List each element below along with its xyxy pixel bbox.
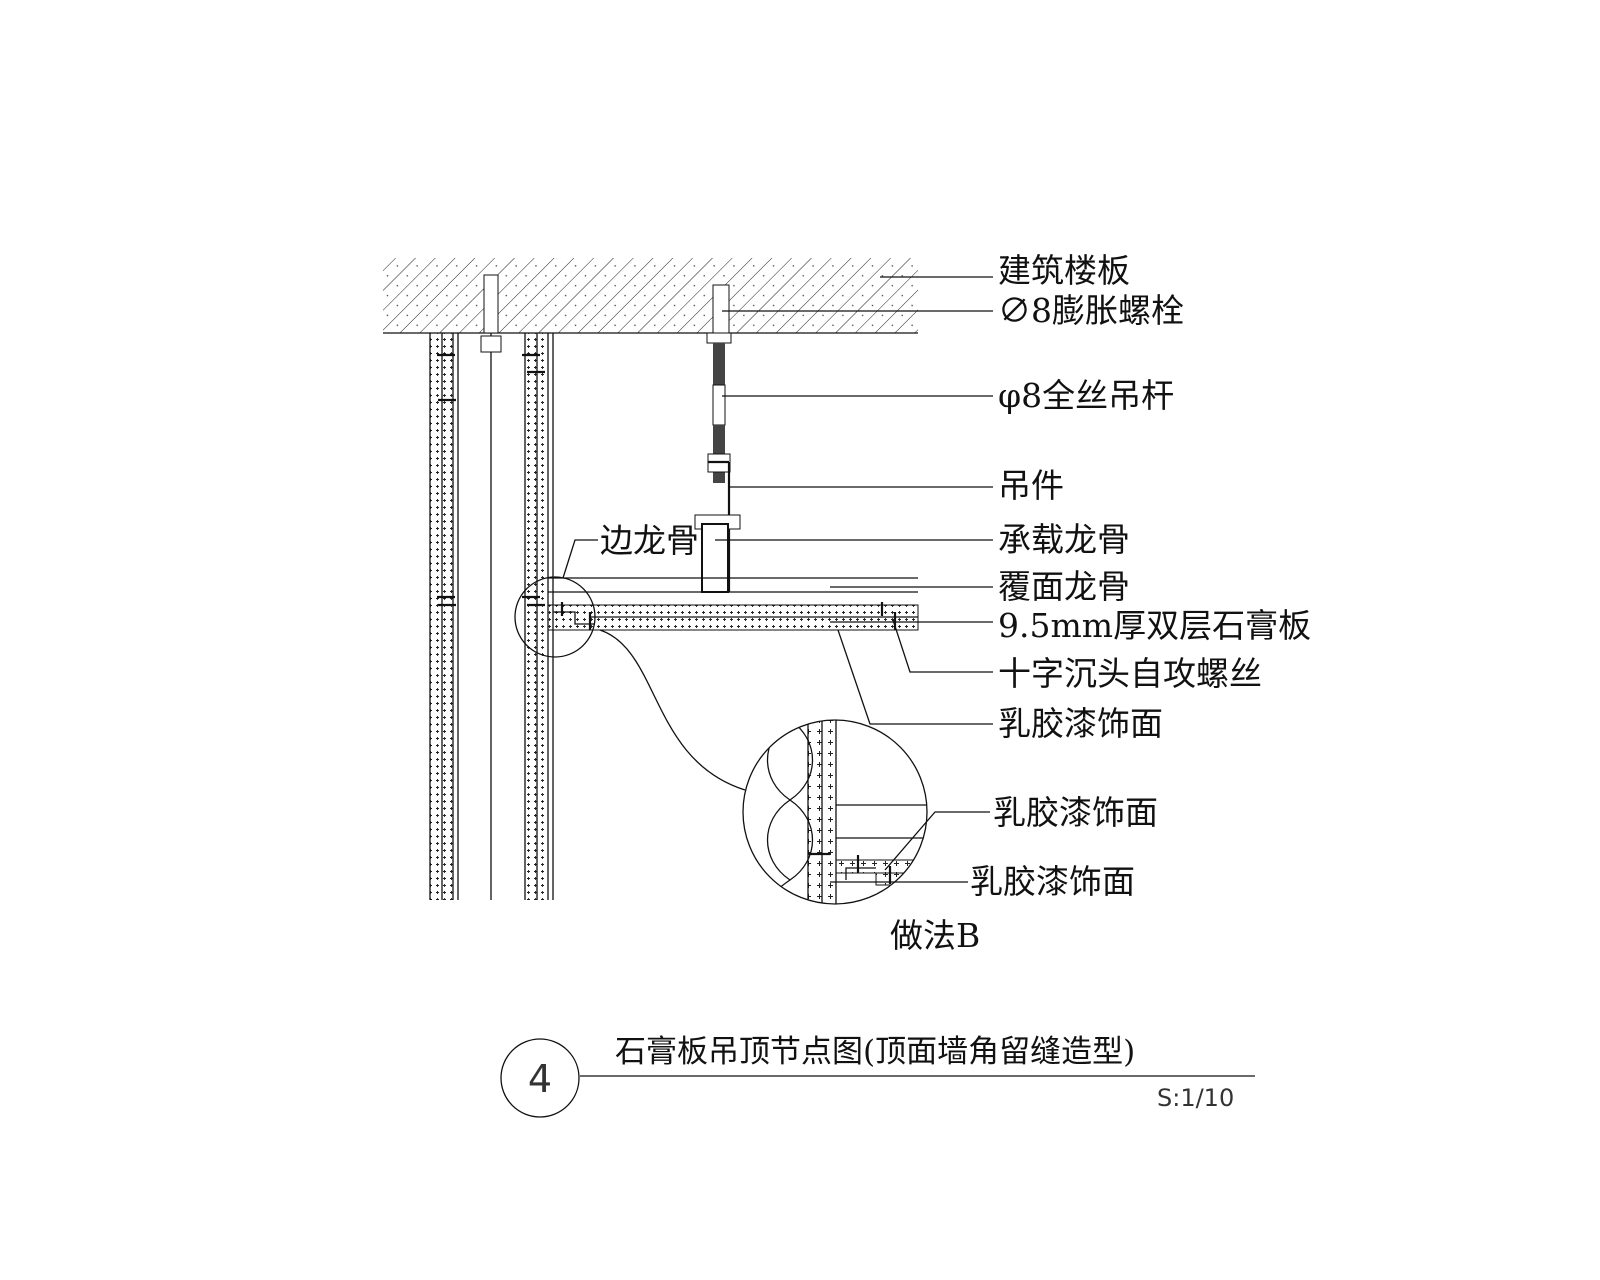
- label-edge-runner: 边龙骨: [600, 521, 699, 560]
- drawing-number: 4: [528, 1057, 552, 1101]
- label-screw: 十字沉头自攻螺丝: [998, 654, 1262, 693]
- ceiling-boards: [514, 576, 919, 791]
- label-gypsum-board: 9.5mm厚双层石膏板: [998, 606, 1311, 645]
- label-method: 做法B: [890, 916, 980, 955]
- drawing-scale: S:1/10: [1157, 1084, 1234, 1112]
- concrete-slab: [383, 258, 918, 334]
- leader-lines: [562, 276, 993, 883]
- drawing-title: 石膏板吊顶节点图(顶面墙角留缝造型): [615, 1034, 1135, 1070]
- label-threaded-rod: φ8全丝吊杆: [998, 376, 1174, 415]
- wall-partition: [429, 274, 554, 900]
- label-hanger: 吊件: [998, 466, 1064, 505]
- label-detail-1: 乳胶漆饰面: [993, 793, 1158, 832]
- label-slab: 建筑楼板: [998, 251, 1130, 290]
- label-detail-2: 乳胶漆饰面: [970, 862, 1135, 901]
- title-block: 4 石膏板吊顶节点图(顶面墙角留缝造型) S:1/10: [500, 1034, 1255, 1118]
- label-cover-runner: 覆面龙骨: [998, 567, 1130, 606]
- label-latex-paint: 乳胶漆饰面: [998, 704, 1163, 743]
- enlarged-detail: [742, 719, 928, 905]
- hanger-assembly: [694, 284, 741, 593]
- label-expansion-bolt: ∅8膨胀螺栓: [998, 291, 1184, 330]
- label-main-runner: 承载龙骨: [998, 520, 1130, 559]
- detail-callout-circle: [514, 576, 596, 658]
